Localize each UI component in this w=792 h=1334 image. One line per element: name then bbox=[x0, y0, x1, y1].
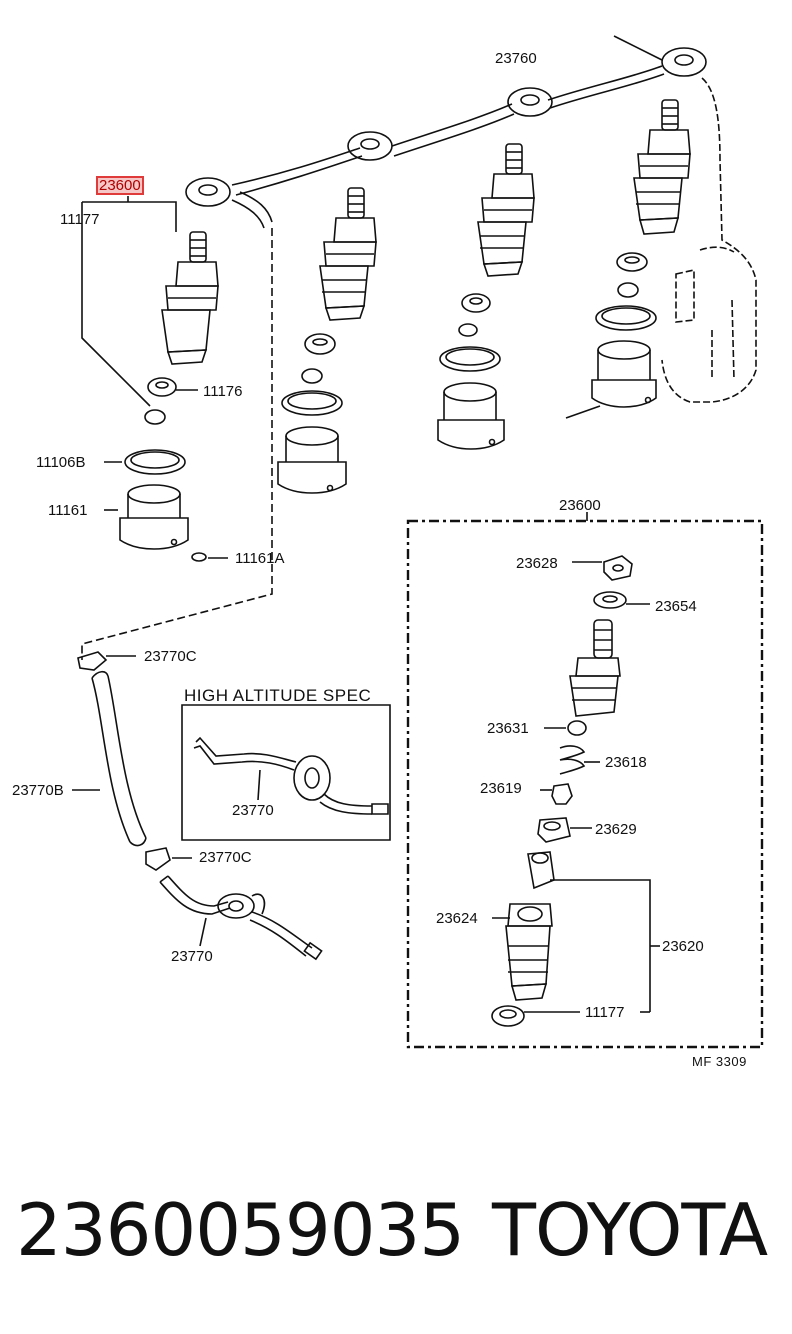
label-23770c-top[interactable]: 23770C bbox=[144, 648, 197, 665]
dashed-leader bbox=[82, 228, 272, 660]
label-23624[interactable]: 23624 bbox=[436, 910, 478, 927]
label-23600-highlighted[interactable]: 23600 bbox=[96, 176, 144, 195]
label-23600-box[interactable]: 23600 bbox=[559, 497, 601, 514]
high-altitude-spec-box bbox=[182, 705, 390, 840]
footer-part-number: 2360059035 bbox=[16, 1188, 465, 1272]
injector-assembly-1 bbox=[120, 232, 218, 561]
label-23770b[interactable]: 23770B bbox=[12, 782, 64, 799]
fuel-return-pipe bbox=[186, 36, 706, 228]
label-11161[interactable]: 11161 bbox=[48, 502, 88, 519]
label-23770-spec[interactable]: 23770 bbox=[232, 802, 274, 819]
label-23770-bottom[interactable]: 23770 bbox=[171, 948, 213, 965]
label-23628[interactable]: 23628 bbox=[516, 555, 558, 572]
injector-assembly-3 bbox=[438, 144, 534, 449]
label-23760[interactable]: 23760 bbox=[495, 50, 537, 67]
injector-assembly-2 bbox=[278, 188, 376, 493]
label-23618[interactable]: 23618 bbox=[605, 754, 647, 771]
label-23620[interactable]: 23620 bbox=[662, 938, 704, 955]
label-23629[interactable]: 23629 bbox=[595, 821, 637, 838]
injector-breakdown-box bbox=[408, 512, 762, 1047]
label-23654[interactable]: 23654 bbox=[655, 598, 697, 615]
label-11161a[interactable]: 11161A bbox=[235, 550, 285, 567]
top-left-leaders bbox=[82, 196, 228, 558]
engine-head-outline bbox=[662, 78, 756, 402]
label-11106b[interactable]: 11106B bbox=[36, 454, 86, 471]
spec-box-title: HIGH ALTITUDE SPEC bbox=[184, 686, 372, 705]
label-23631[interactable]: 23631 bbox=[487, 720, 529, 737]
label-11177-top[interactable]: 11177 bbox=[60, 211, 100, 228]
footer-brand: TOYOTA bbox=[492, 1188, 768, 1272]
injector-assembly-4 bbox=[566, 100, 690, 418]
label-23619[interactable]: 23619 bbox=[480, 780, 522, 797]
label-23770c-bottom[interactable]: 23770C bbox=[199, 849, 252, 866]
figure-code: MF 3309 bbox=[692, 1054, 747, 1069]
overflow-hose bbox=[72, 652, 322, 959]
label-11177-box[interactable]: 11177 bbox=[585, 1004, 625, 1021]
label-11176[interactable]: 11176 bbox=[203, 383, 243, 400]
